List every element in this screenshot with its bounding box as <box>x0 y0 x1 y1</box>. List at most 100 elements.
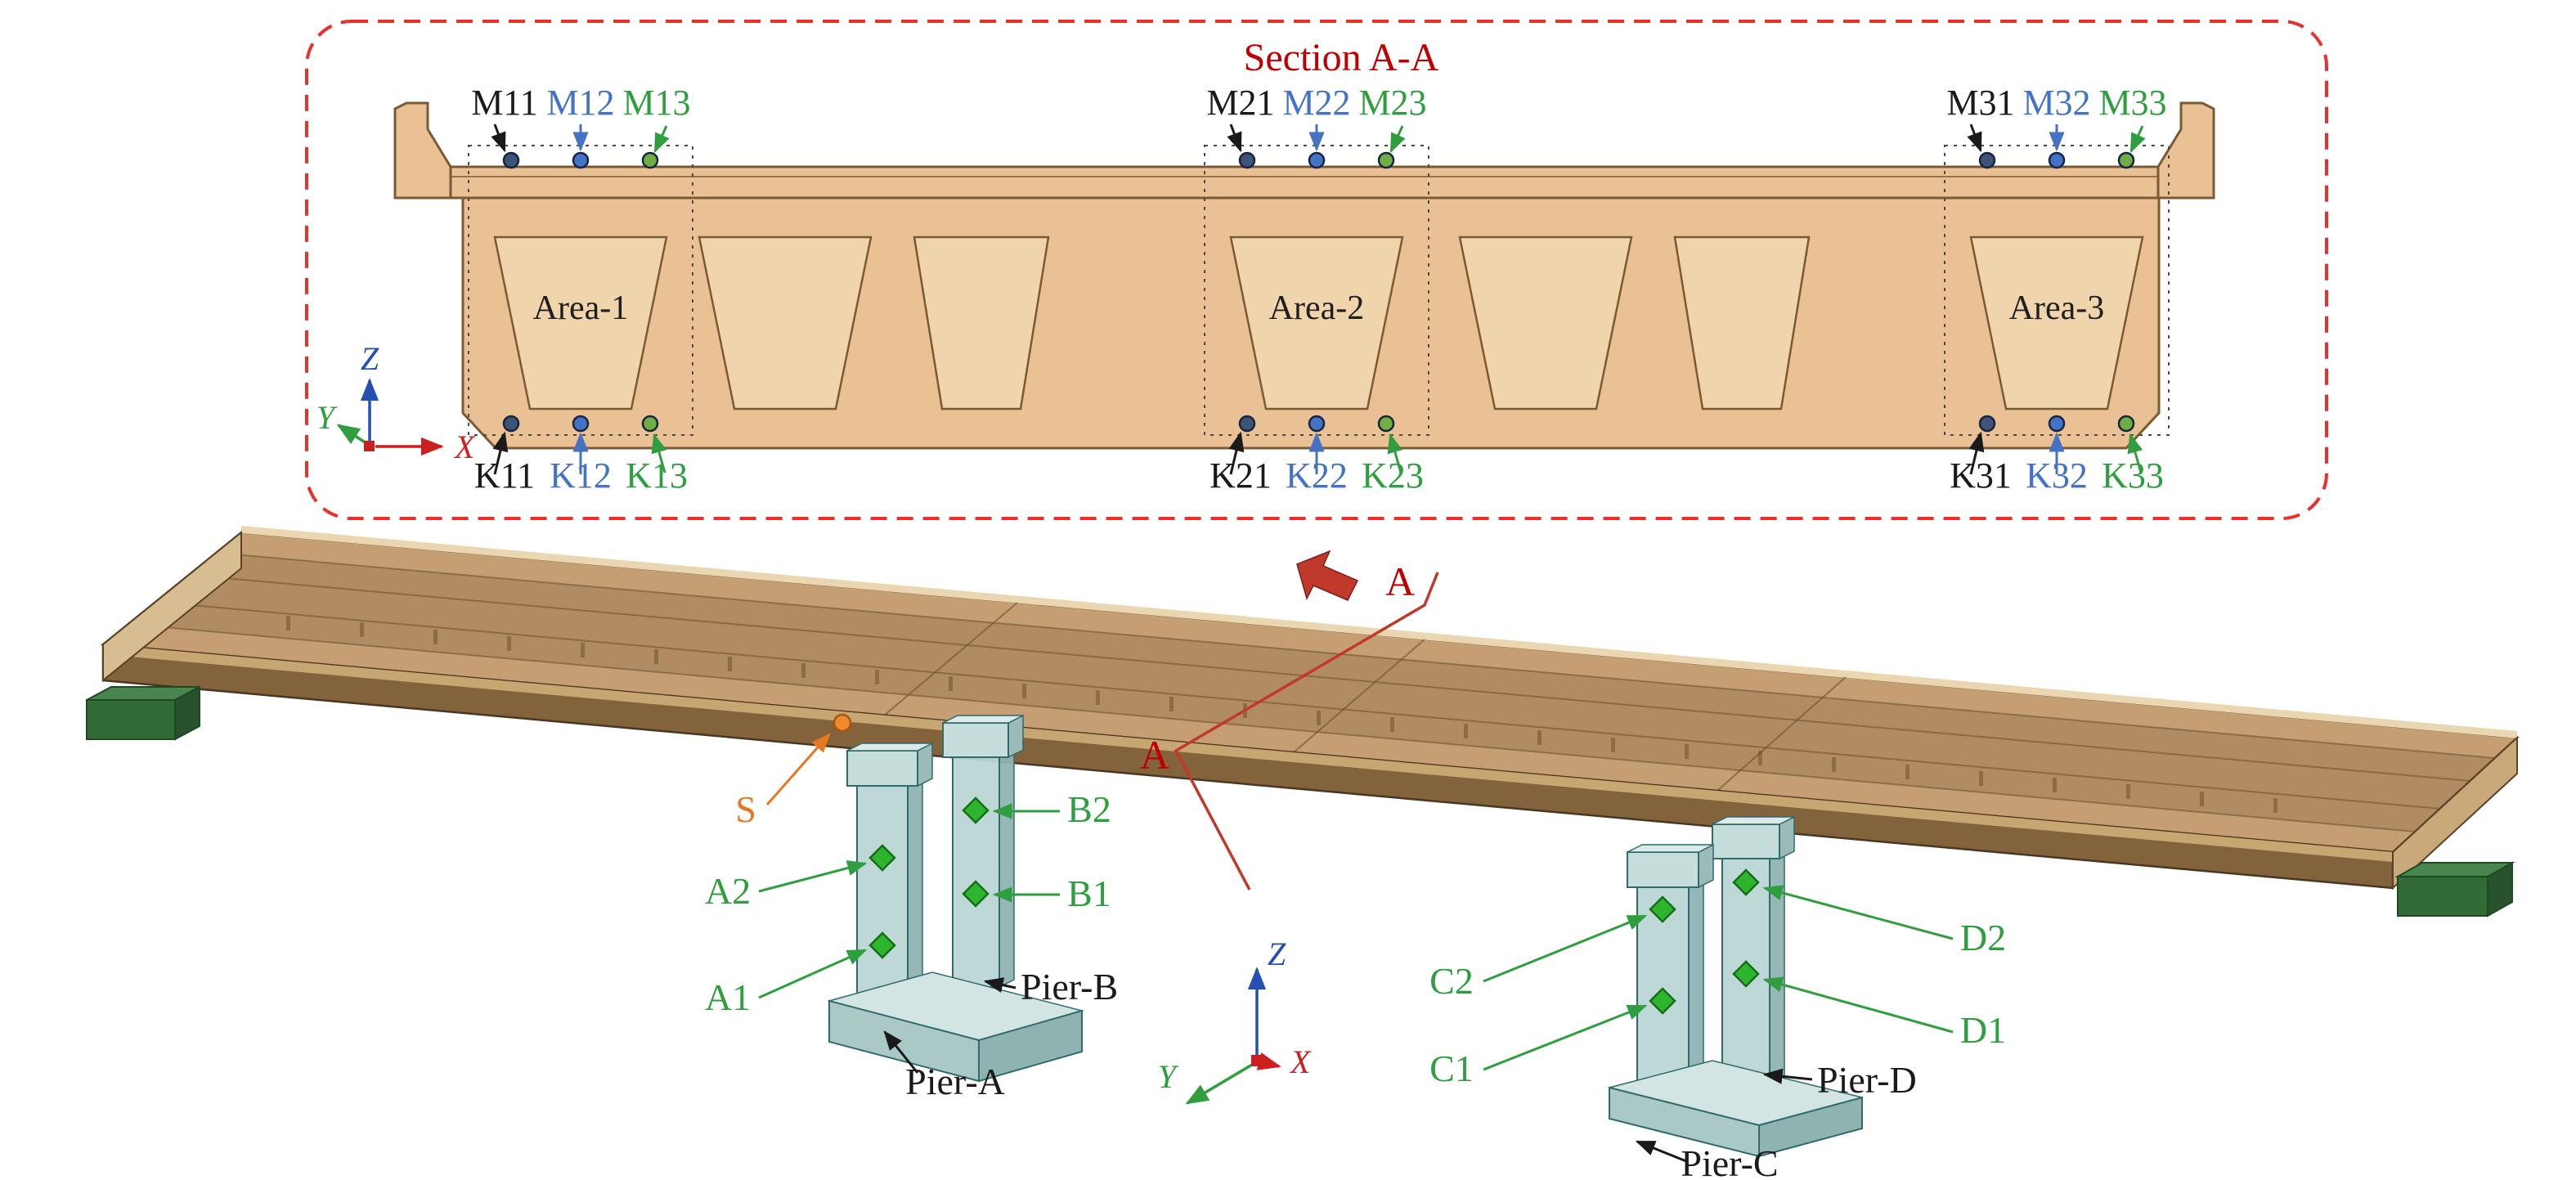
top-sensor-labels: M11 M12 M13 M21 M22 M23 M31 M32 M33 <box>471 83 2167 154</box>
sensor-label-k11: K11 <box>474 455 535 496</box>
pier-b-column-side <box>999 748 1015 989</box>
section-view: Section A-A Area-1 Area-2 Area-3 <box>305 20 2328 520</box>
sensor-label-k23: K23 <box>1362 455 1424 496</box>
pier-arrow-b <box>983 977 1016 993</box>
sensor-dot-m12 <box>572 151 590 169</box>
girder-cell-area-1 <box>493 236 668 411</box>
bridge-deck-3d <box>86 526 2520 918</box>
sensor-diamond-d1 <box>1732 960 1760 988</box>
sensor-arrow-k13 <box>651 433 667 473</box>
pile-cap-cd <box>1609 1060 1863 1158</box>
abutment-right-front <box>2397 876 2488 917</box>
sensor-dot-k33 <box>2117 415 2135 433</box>
area-roi-box-2 <box>1204 145 1429 436</box>
sensor-arrow-m31 <box>1967 123 1982 153</box>
pier-group-cd <box>1609 815 1863 1158</box>
sensor-arrow-m23 <box>1389 125 1406 154</box>
sensor-diamond-b2 <box>962 796 990 824</box>
deck-near-edge-strip <box>103 644 2393 862</box>
abutment-right-side <box>2487 861 2513 918</box>
area-roi-box-1 <box>468 145 693 436</box>
sensor-label-m23: M23 <box>1358 83 1426 123</box>
pier-d-bearing-front <box>1712 823 1780 859</box>
axis-origin <box>364 441 375 451</box>
sensor-arrow-m33 <box>2129 125 2146 154</box>
section-boundary-dashed <box>305 20 2328 520</box>
sensor-dot-k21 <box>1238 415 1256 433</box>
pier-c-bearing-top <box>1627 844 1714 853</box>
parapet-right <box>2156 101 2215 200</box>
sensor-label-m33: M33 <box>2098 83 2166 123</box>
area-label-3: Area-3 <box>2009 289 2105 327</box>
model-axes: Z Y X <box>1158 935 1312 1105</box>
cut-line <box>1174 572 1439 891</box>
sensor-label-m31: M31 <box>1946 83 2014 123</box>
sensor-label-m12: M12 <box>546 83 614 123</box>
girder-web-line-2 <box>188 574 2471 782</box>
sensor-dot-k32 <box>2048 415 2066 433</box>
model-axis-x-label: X <box>1289 1043 1312 1080</box>
model-axis-y-arrow <box>1185 1063 1253 1105</box>
sensor-label-d2: D2 <box>1960 917 2006 958</box>
sensor-arrow-m11 <box>491 123 506 153</box>
sensor-arrow-a2 <box>758 860 868 893</box>
pier-b-bearing-front <box>942 722 1009 758</box>
sensor-label-m32: M32 <box>2022 83 2090 123</box>
area-label-1: Area-1 <box>533 289 629 327</box>
area-roi-box-3 <box>1944 145 2170 436</box>
girder-cell-area-3 <box>1969 236 2144 411</box>
parapet-left <box>393 101 452 200</box>
sensor-dot-k22 <box>1308 415 1326 433</box>
sensor-diamond-b1 <box>962 880 990 908</box>
bottom-sensor-dots <box>502 415 2135 433</box>
model-axis-z-label: Z <box>1268 935 1286 972</box>
sensor-dot-k23 <box>1377 415 1395 433</box>
pier-c-bearing-front <box>1627 851 1699 888</box>
pile-cap-ab-side <box>978 1009 1083 1083</box>
area-label-2: Area-2 <box>1269 289 1365 327</box>
cut-direction-arrow <box>1296 550 1359 601</box>
sensor-label-k21: K21 <box>1209 455 1272 496</box>
sensor-label-m13: M13 <box>622 83 690 123</box>
sensor-arrow-c1 <box>1483 1004 1648 1071</box>
pier-a-bearing-top <box>846 743 933 752</box>
sensor-arrow-k21 <box>1228 431 1245 475</box>
model-view: A A S A2 A1 B2 B1 Pier-B Pier-A C2 C1 D2… <box>86 526 2520 1180</box>
sensor-arrow-k23 <box>1387 433 1403 473</box>
section-axes: Z X Y <box>316 340 476 465</box>
pier-d-column <box>1712 815 1795 1089</box>
pier-b-column <box>942 714 1024 989</box>
pier-arrow-d <box>1762 1068 1813 1084</box>
cut-label-top: A <box>1385 559 1415 604</box>
girder-web-line-4 <box>127 623 2416 832</box>
sensor-dot-s <box>832 713 852 733</box>
deck-joint-line-mid <box>1293 639 1425 753</box>
axis-y-label: Y <box>316 399 338 436</box>
pier-group-ab <box>827 714 1084 1083</box>
pier-d-bearing-top <box>1712 816 1795 825</box>
sensor-dot-k11 <box>502 415 520 433</box>
model-axis-x-arrow <box>1256 1052 1281 1070</box>
pier-b-bearing-top <box>942 715 1024 724</box>
girder-cross-section: Area-1 Area-2 Area-3 <box>393 101 2215 450</box>
sensor-dot-m22 <box>1308 151 1326 169</box>
cut-label-bottom: A <box>1140 732 1169 778</box>
deck-left-end-face <box>102 530 242 683</box>
girder-cell-2 <box>698 236 873 411</box>
sensor-arrow-c2 <box>1483 914 1648 983</box>
section-cut-marker: A A <box>1140 550 1439 891</box>
axis-x-label: X <box>453 428 476 465</box>
sensor-dot-m13 <box>641 151 659 169</box>
pier-a-bearing-front <box>846 750 918 787</box>
sensor-dot-m23 <box>1377 151 1395 169</box>
sensor-label-b1: B1 <box>1067 873 1111 914</box>
sensor-diamond-c1 <box>1649 987 1676 1015</box>
deck-right-end-face <box>2392 735 2518 891</box>
axis-z-label: Z <box>361 340 379 377</box>
abutment-left-front <box>86 699 176 740</box>
sensor-dot-m31 <box>1978 151 1996 169</box>
sensor-arrow-d1 <box>1762 976 1954 1034</box>
pier-label-a: Pier-A <box>905 1061 1005 1102</box>
sensor-dot-m32 <box>2048 151 2066 169</box>
